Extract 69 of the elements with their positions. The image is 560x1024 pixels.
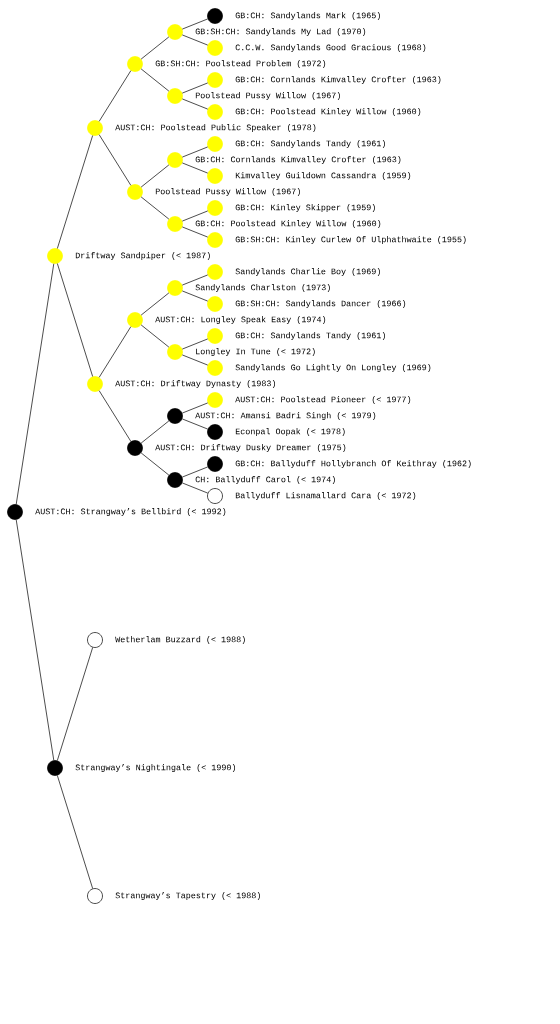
name-label: Wetherlam Buzzard (< 1988) xyxy=(115,636,245,644)
connector-line xyxy=(140,196,170,220)
name-label: AUST:CH: Poolstead Pioneer (< 1977) xyxy=(235,396,411,404)
name-label: Ballyduff Lisnamallard Cara (< 1972) xyxy=(235,492,416,500)
name-label: AUST:CH: Driftway Dynasty (1983) xyxy=(115,380,276,388)
connector-line xyxy=(98,326,132,378)
name-label: GB:SH:CH: Poolstead Problem (1972) xyxy=(155,60,326,68)
connector-line xyxy=(57,263,93,377)
connector-line xyxy=(181,162,209,174)
name-label: GB:CH: Kinley Skipper (1959) xyxy=(235,204,375,212)
connector-line xyxy=(181,482,209,494)
name-label: AUST:CH: Poolstead Public Speaker (1978) xyxy=(115,124,316,132)
connector-line xyxy=(181,418,209,430)
name-label: GB:SH:CH: Sandylands My Lad (1970) xyxy=(195,28,366,36)
connector-line xyxy=(140,292,170,316)
name-label: AUST:CH: Longley Speak Easy (1974) xyxy=(155,316,326,324)
connector-line xyxy=(181,82,209,94)
connector-line xyxy=(140,68,170,92)
name-label: Driftway Sandpiper (< 1987) xyxy=(75,252,210,260)
name-label: AUST:CH: Strangway’s Bellbird (< 1992) xyxy=(35,508,226,516)
name-label: Kimvalley Guildown Cassandra (1959) xyxy=(235,172,411,180)
connector-line xyxy=(15,263,55,505)
connector-line xyxy=(15,519,55,761)
connector-line xyxy=(181,338,209,350)
connector-line xyxy=(181,226,209,238)
connector-line xyxy=(181,466,209,478)
name-label: C.C.W. Sandylands Good Gracious (1968) xyxy=(235,44,426,52)
name-label: AUST:CH: Driftway Dusky Dreamer (1975) xyxy=(155,444,346,452)
connector-line xyxy=(57,647,93,761)
name-label: GB:CH: Poolstead Kinley Willow (1960) xyxy=(235,108,421,116)
name-label: Sandylands Go Lightly On Longley (1969) xyxy=(235,364,431,372)
connector-line xyxy=(181,402,209,414)
connector-line xyxy=(140,36,170,60)
connector-line xyxy=(98,70,132,122)
connector-line xyxy=(57,135,93,249)
connector-line xyxy=(181,274,209,286)
connector-line xyxy=(98,390,132,442)
name-label: Strangway’s Nightingale (< 1990) xyxy=(75,764,236,772)
name-label: GB:CH: Cornlands Kimvalley Crofter (1963) xyxy=(235,76,441,84)
name-label: GB:CH: Sandylands Tandy (1961) xyxy=(235,140,385,148)
name-label: GB:SH:CH: Kinley Curlew Of Ulphathwaite (1955) xyxy=(235,236,466,244)
connector-line xyxy=(98,134,132,186)
name-label: Poolstead Pussy Willow (1967) xyxy=(195,92,340,100)
name-label: GB:CH: Poolstead Kinley Willow (1960) xyxy=(195,220,381,228)
name-label: AUST:CH: Amansi Badri Singh (< 1979) xyxy=(195,412,376,420)
connector-line xyxy=(181,290,209,302)
name-label: GB:CH: Cornlands Kimvalley Crofter (1963) xyxy=(195,156,401,164)
name-label: Econpal Oopak (< 1978) xyxy=(235,428,345,436)
name-label: Sandylands Charlie Boy (1969) xyxy=(235,268,380,276)
name-label: Strangway’s Tapestry (< 1988) xyxy=(115,892,260,900)
connector-line xyxy=(140,324,170,348)
name-label: Poolstead Pussy Willow (1967) xyxy=(155,188,300,196)
connector-line xyxy=(181,98,209,110)
connector-line xyxy=(181,18,209,30)
connector-line xyxy=(57,775,93,889)
connector-line xyxy=(140,452,170,476)
name-label: Longley In Tune (< 1972) xyxy=(196,348,315,356)
name-label: GB:CH: Ballyduff Hollybranch Of Keithray (1962) xyxy=(235,460,471,468)
connector-line xyxy=(181,210,209,222)
name-label: GB:CH: Sandylands Mark (1965) xyxy=(235,12,380,20)
connector-line xyxy=(140,164,170,188)
connector-line xyxy=(181,354,209,366)
name-label: CH: Ballyduff Carol (< 1974) xyxy=(195,476,335,484)
connector-line xyxy=(181,146,209,158)
name-label: GB:SH:CH: Sandylands Dancer (1966) xyxy=(235,300,406,308)
name-label: GB:CH: Sandylands Tandy (1961) xyxy=(235,332,385,340)
connector-line xyxy=(140,420,170,444)
name-label: Sandylands Charlston (1973) xyxy=(195,284,330,292)
connector-line xyxy=(181,34,209,46)
